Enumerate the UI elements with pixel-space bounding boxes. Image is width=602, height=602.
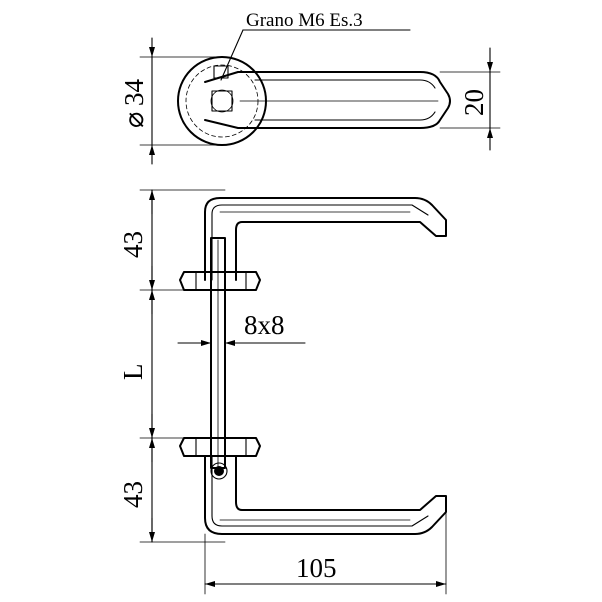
spindle-square bbox=[211, 90, 233, 112]
rosette-diameter-value: 34 bbox=[119, 79, 149, 107]
lower-lever bbox=[204, 455, 447, 535]
bottom-offset-value: 43 bbox=[118, 481, 148, 508]
top-view: Grano M6 Es.3 ⌀ 34 20 bbox=[119, 10, 501, 165]
grub-screw-label: Grano M6 Es.3 bbox=[246, 10, 363, 31]
upper-rosette bbox=[179, 271, 261, 291]
lever-top-view bbox=[204, 71, 451, 129]
top-offset-value: 43 bbox=[118, 231, 148, 258]
diameter-symbol: ⌀ bbox=[119, 112, 149, 128]
spindle-size-value: 8x8 bbox=[244, 310, 285, 340]
door-thickness-value: L bbox=[118, 364, 148, 381]
lever-length-value: 105 bbox=[296, 553, 337, 583]
lower-rosette bbox=[179, 437, 261, 457]
upper-lever bbox=[204, 197, 447, 281]
grub-screw-side bbox=[214, 466, 224, 476]
side-view: 43 L 43 8x8 105 bbox=[118, 189, 447, 595]
lever-thickness-value: 20 bbox=[459, 89, 489, 116]
